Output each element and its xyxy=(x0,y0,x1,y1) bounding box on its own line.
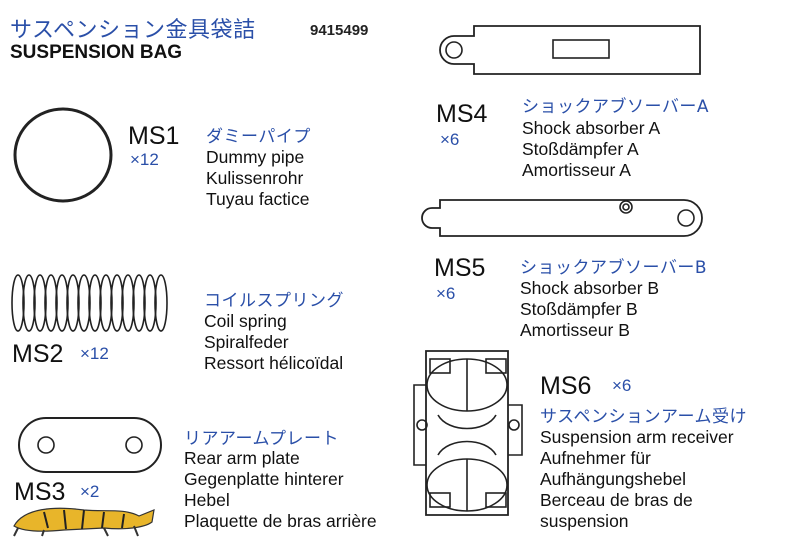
ms3-code: MS3 xyxy=(14,478,66,506)
arm-plate-icon xyxy=(18,417,162,473)
page-title-jp: サスペンション金具袋詰 xyxy=(10,18,256,43)
coil-loop xyxy=(77,274,91,332)
ms5-code: MS5 xyxy=(434,254,486,282)
ms1-qty: ×12 xyxy=(130,150,159,169)
ms3-desc-line: Plaquette de bras arrière xyxy=(184,511,377,531)
ms5-descriptions: Shock absorber B Stoßdämpfer B Amortisse… xyxy=(520,278,659,341)
coil-loop xyxy=(33,274,47,332)
ms4-qty: ×6 xyxy=(440,130,460,149)
arm-receiver-icon xyxy=(413,350,523,516)
ms6-qty: ×6 xyxy=(612,376,632,395)
ms3-desc-line: Rear arm plate xyxy=(184,448,300,468)
coil-loop xyxy=(121,274,135,332)
ms5-name-jp: ショックアブソーバーB xyxy=(520,258,707,278)
ms2-code: MS2 xyxy=(12,340,64,368)
ms4-desc-line: Shock absorber A xyxy=(522,118,661,138)
page-title: SUSPENSION BAG xyxy=(10,42,183,63)
ms6-desc-line: Suspension arm receiver xyxy=(540,427,734,447)
ms2-name-jp: コイルスプリング xyxy=(204,291,344,311)
ms3-desc-line: Gegenplatte hinterer xyxy=(184,469,344,489)
ms5-qty: ×6 xyxy=(436,284,456,303)
ms6-descriptions: Suspension arm receiver Aufnehmer für Au… xyxy=(540,427,734,532)
ms2-desc-line: Coil spring xyxy=(204,311,287,331)
ms5-desc-line: Shock absorber B xyxy=(520,278,660,298)
ms3-desc-line: Hebel xyxy=(184,490,230,510)
coil-loop xyxy=(55,274,69,332)
ms3-descriptions: Rear arm plate Gegenplatte hinterer Hebe… xyxy=(184,448,377,532)
ms6-desc-line: suspension xyxy=(540,511,629,531)
coil-loop xyxy=(143,274,157,332)
coil-loop xyxy=(11,274,25,332)
ms3-qty: ×2 xyxy=(80,482,100,501)
ms5-desc-line: Stoßdämpfer B xyxy=(520,299,638,319)
coil-loop xyxy=(44,274,58,332)
ms5-desc-line: Amortisseur B xyxy=(520,320,630,340)
ms1-desc-line: Kulissenrohr xyxy=(206,168,304,188)
tiger-logo-icon xyxy=(13,507,155,537)
coil-loop xyxy=(99,274,113,332)
ms4-desc-line: Amortisseur A xyxy=(522,160,631,180)
ms1-desc-line: Tuyau factice xyxy=(206,189,310,209)
ms6-code: MS6 xyxy=(540,372,592,400)
ms1-code: MS1 xyxy=(128,122,180,150)
coil-loop xyxy=(88,274,102,332)
coil-loop xyxy=(132,274,146,332)
part-number: 9415499 xyxy=(310,22,369,39)
coil-loop xyxy=(66,274,80,332)
ms6-desc-line: Berceau de bras de xyxy=(540,490,693,510)
coil-loop xyxy=(110,274,124,332)
ms6-name-jp: サスペンションアーム受け xyxy=(540,407,747,427)
ms1-name-jp: ダミーパイプ xyxy=(206,127,311,147)
ms1-descriptions: Dummy pipe Kulissenrohr Tuyau factice xyxy=(206,147,309,210)
ms6-desc-line: Aufhängungshebel xyxy=(540,469,686,489)
ms4-code: MS4 xyxy=(436,100,488,128)
ms2-desc-line: Ressort hélicoïdal xyxy=(204,353,344,373)
shock-absorber-a-icon xyxy=(439,25,701,75)
ring-icon xyxy=(13,107,113,203)
shock-absorber-b-icon xyxy=(421,199,703,237)
coil-loop xyxy=(22,274,36,332)
coil-spring-icon xyxy=(11,274,168,332)
ms1-desc-line: Dummy pipe xyxy=(206,147,305,167)
ms4-name-jp: ショックアブソーバーA xyxy=(522,97,709,117)
ms6-desc-line: Aufnehmer für xyxy=(540,448,651,468)
ms4-descriptions: Shock absorber A Stoßdämpfer A Amortisse… xyxy=(522,118,660,181)
ms2-desc-line: Spiralfeder xyxy=(204,332,289,352)
ms4-desc-line: Stoßdämpfer A xyxy=(522,139,639,159)
ms3-name-jp: リアアームプレート xyxy=(184,429,339,449)
coil-loop xyxy=(154,274,168,332)
ms2-qty: ×12 xyxy=(80,344,109,363)
ms2-descriptions: Coil spring Spiralfeder Ressort hélicoïd… xyxy=(204,311,343,374)
